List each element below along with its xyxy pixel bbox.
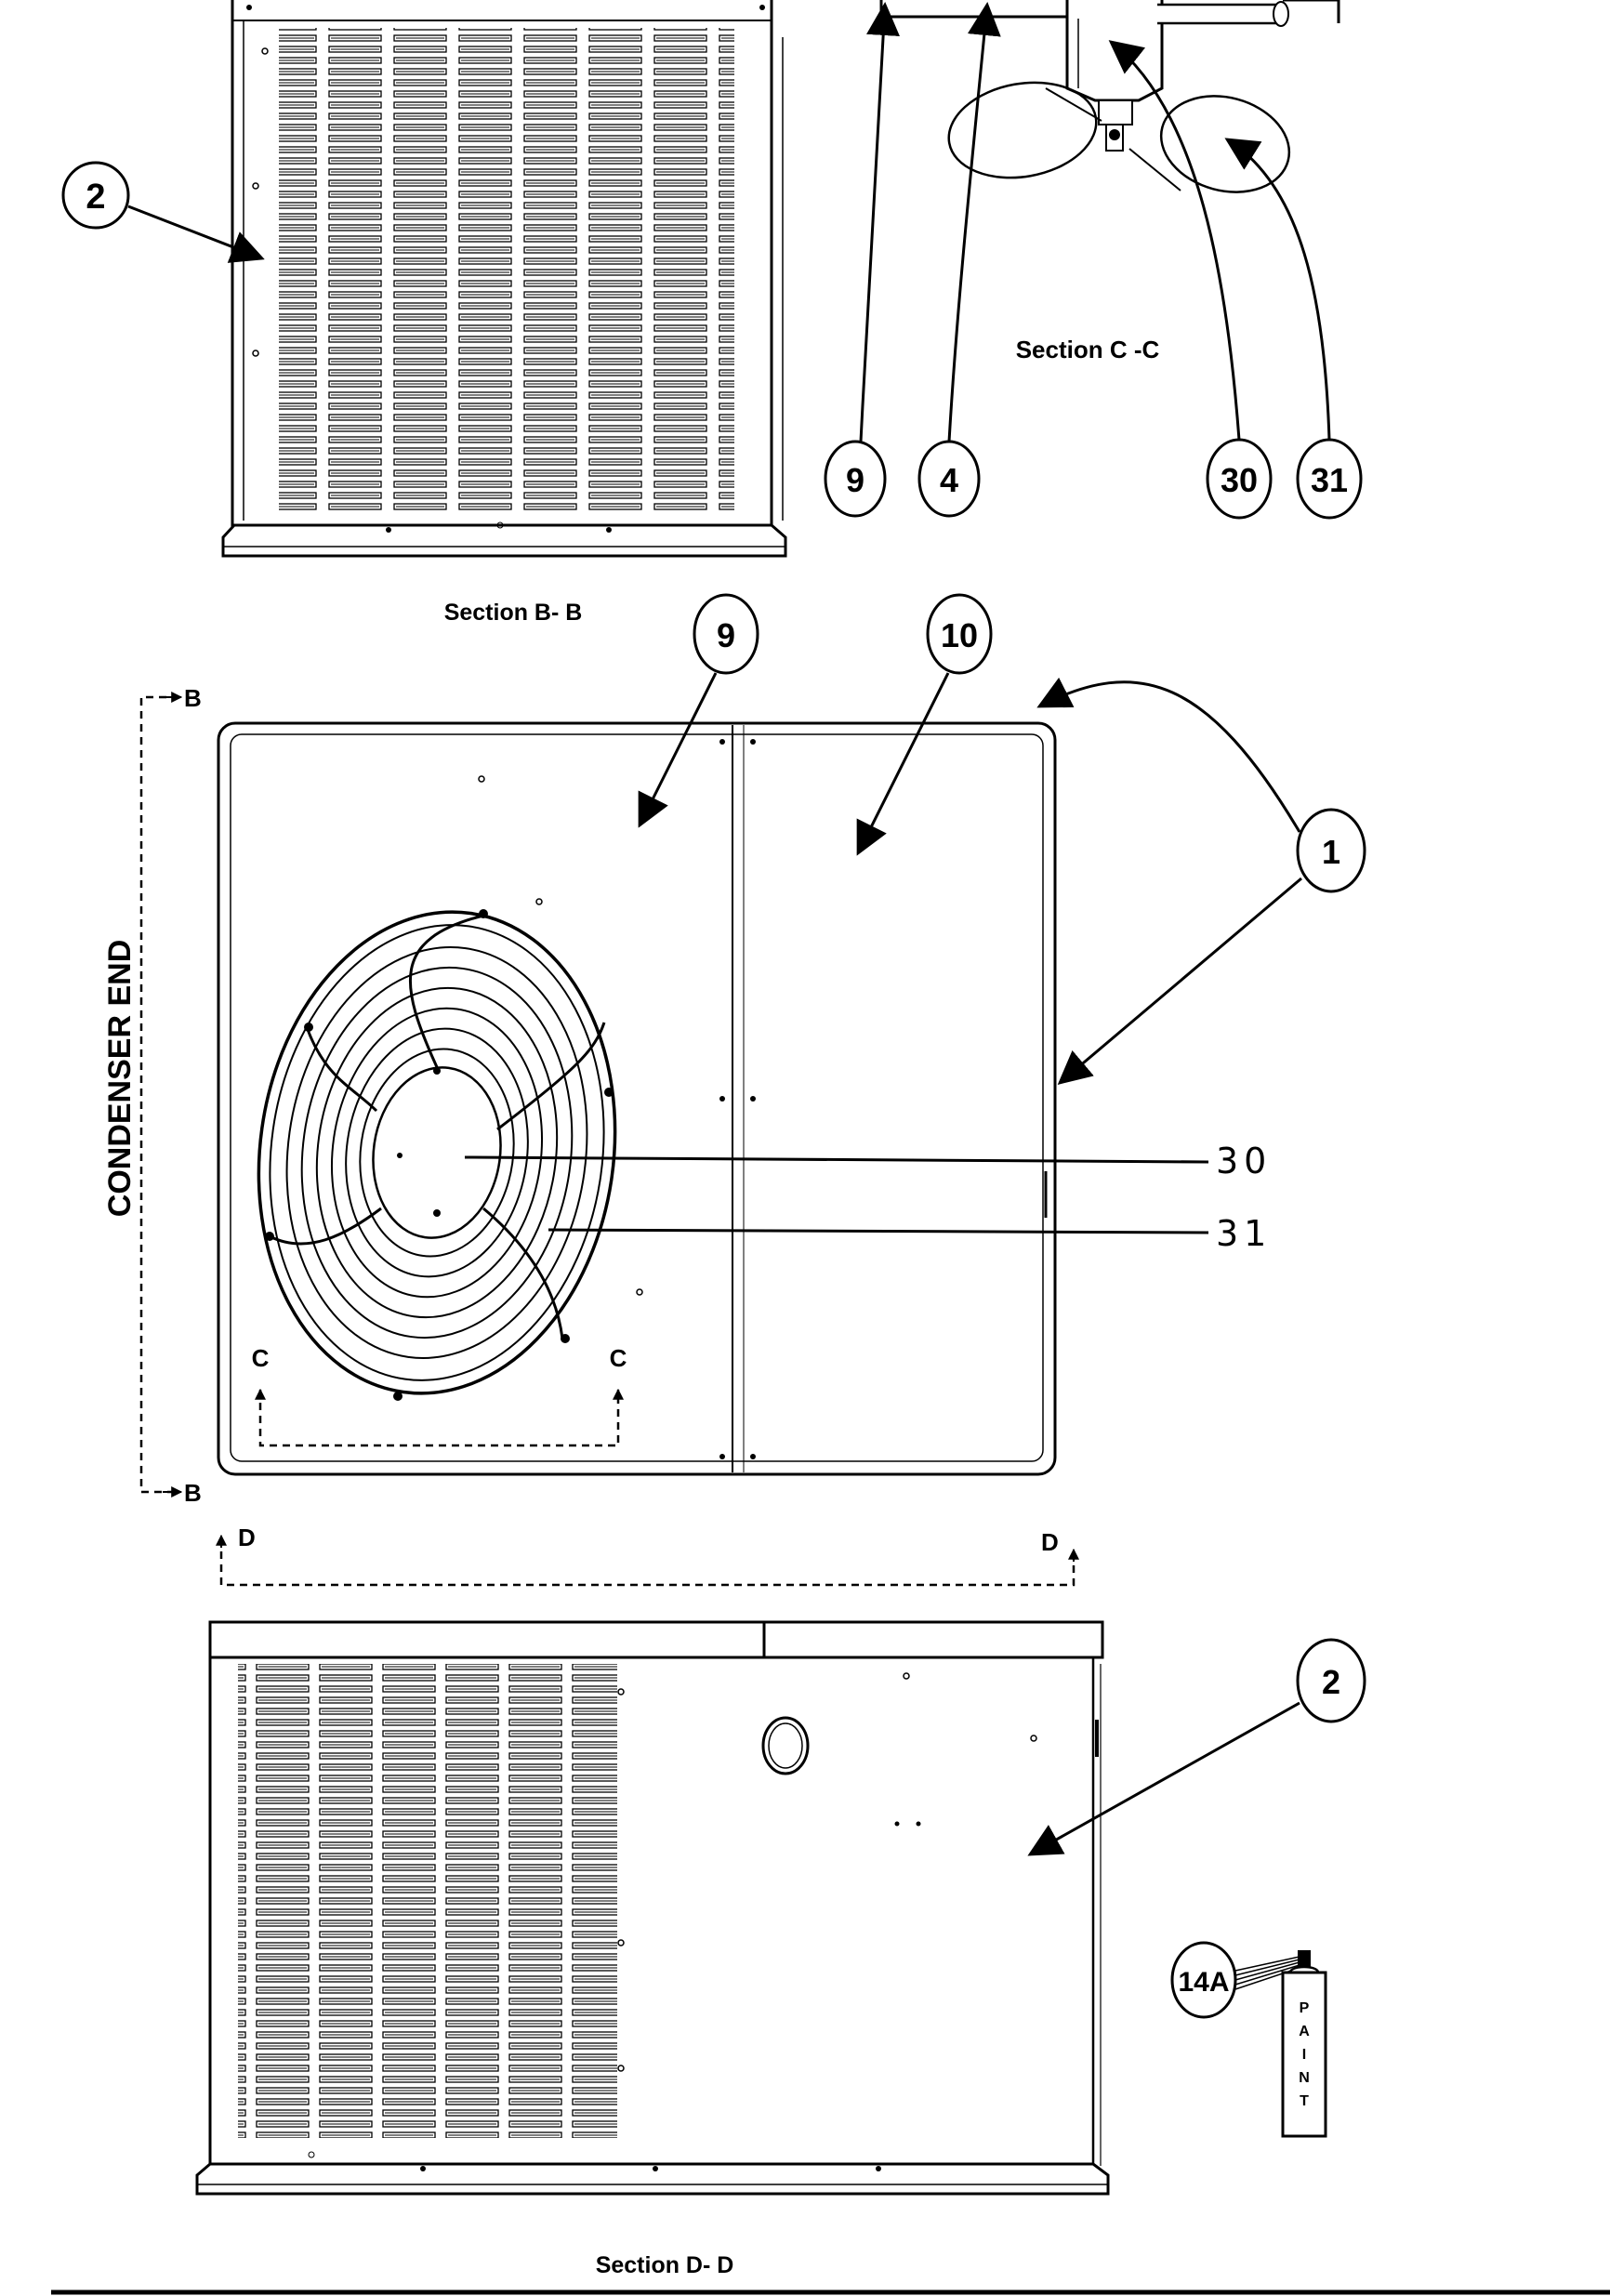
- condenser-end-label: CONDENSER END: [102, 940, 138, 1217]
- callout-10-mid: 10: [856, 593, 993, 856]
- cut-line-d: [219, 1538, 1076, 1587]
- callout-1-mid-number: 1: [1322, 833, 1340, 871]
- callout-4-top: 4: [917, 2, 1001, 518]
- paint-letter-a: A: [1299, 2024, 1310, 2039]
- leader-31: [548, 1228, 1209, 1234]
- callout-9-top: 9: [824, 2, 900, 518]
- callout-30-top: 30: [1108, 40, 1273, 520]
- callout-9-mid: 9: [638, 593, 759, 828]
- callout-30-top-number: 30: [1221, 461, 1258, 499]
- cut-marker-b-top: B: [184, 684, 202, 712]
- callout-2-bottom: 2: [1027, 1638, 1366, 1856]
- fan-guard: [257, 909, 617, 1401]
- section-b-unit: [221, 0, 787, 558]
- cut-line-b: [139, 695, 179, 1494]
- callout-2-top-number: 2: [86, 178, 105, 217]
- section-c-detail: [879, 0, 1340, 193]
- paint-letter-t: T: [1300, 2093, 1309, 2109]
- callout-14a-number: 14A: [1178, 1967, 1229, 1998]
- section-c-label: Section C -C: [1016, 336, 1160, 363]
- callout-10-mid-number: 10: [941, 616, 978, 654]
- callout-9-mid-number: 9: [717, 616, 735, 654]
- callout-31-top-number: 31: [1311, 461, 1348, 499]
- section-b-label: Section B- B: [444, 600, 583, 626]
- handwritten-30: 30: [1216, 1141, 1272, 1181]
- paint-can: 14A P A I N T: [1170, 1941, 1327, 2138]
- leader-30: [464, 1155, 1209, 1164]
- paint-letter-i: I: [1302, 2047, 1306, 2063]
- top-view-unit: [217, 721, 1057, 1476]
- cut-marker-c-left: C: [252, 1344, 270, 1372]
- section-d-label: Section D- D: [596, 2252, 734, 2278]
- callout-2-top: 2: [61, 161, 265, 263]
- section-d-unit: [195, 1620, 1110, 2196]
- callout-9-top-number: 9: [846, 461, 864, 499]
- callout-4-top-number: 4: [940, 461, 958, 499]
- cut-line-c: [258, 1390, 620, 1447]
- handwritten-31: 31: [1216, 1213, 1272, 1254]
- callout-31-top: 31: [1224, 138, 1363, 520]
- paint-letter-n: N: [1299, 2070, 1310, 2086]
- callout-1-mid: 1: [1036, 677, 1366, 1085]
- paint-letter-p: P: [1300, 2000, 1310, 2016]
- cut-marker-d-right: D: [1041, 1528, 1059, 1556]
- cut-marker-c-right: C: [610, 1344, 627, 1372]
- callout-2-bottom-number: 2: [1322, 1663, 1340, 1701]
- cut-marker-d-left: D: [238, 1524, 256, 1551]
- cut-marker-b-bottom: B: [184, 1479, 202, 1507]
